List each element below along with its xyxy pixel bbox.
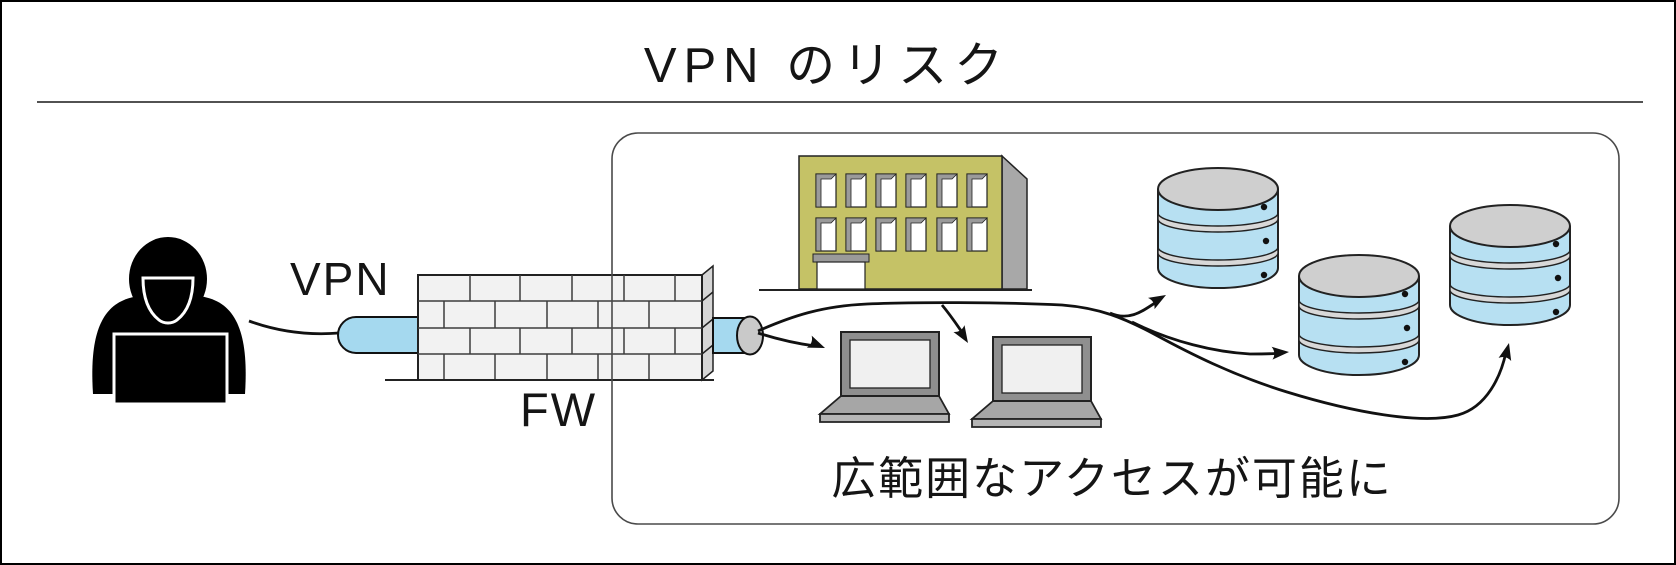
firewall-label: FW bbox=[520, 383, 598, 436]
internal-network-boundary-box bbox=[611, 132, 1620, 525]
vpn-label: VPN bbox=[290, 253, 391, 305]
arrowhead-database1 bbox=[1148, 295, 1166, 310]
pipe-opening-icon bbox=[736, 315, 764, 356]
vpn-tunnel-pipe-right bbox=[712, 315, 764, 356]
arrowhead-database3 bbox=[1498, 343, 1512, 362]
database-icon-1 bbox=[1157, 167, 1279, 289]
access-arrows bbox=[248, 295, 1512, 420]
hacker-laptop bbox=[112, 332, 229, 406]
hacker-face-outline bbox=[141, 276, 195, 325]
laptop-icon-1 bbox=[817, 331, 951, 423]
laptop-icon-2 bbox=[969, 336, 1103, 428]
page-title: VPN のリスク bbox=[643, 39, 1011, 93]
office-building-icon bbox=[759, 154, 1032, 291]
vpn-tunnel-pipe-left bbox=[336, 316, 420, 354]
database-icon-3 bbox=[1449, 204, 1571, 326]
database-icon-2 bbox=[1298, 254, 1420, 376]
caption-text: 広範囲なアクセスが可能に bbox=[831, 453, 1393, 504]
arrowhead-laptop1 bbox=[806, 335, 825, 348]
hacker-icon bbox=[92, 237, 246, 406]
building-window bbox=[815, 173, 837, 208]
firewall-icon bbox=[385, 264, 714, 382]
building-door bbox=[812, 253, 870, 290]
arrowhead-database2 bbox=[1271, 346, 1289, 360]
attack-line bbox=[248, 319, 340, 336]
arrowhead-laptop2 bbox=[953, 325, 968, 343]
